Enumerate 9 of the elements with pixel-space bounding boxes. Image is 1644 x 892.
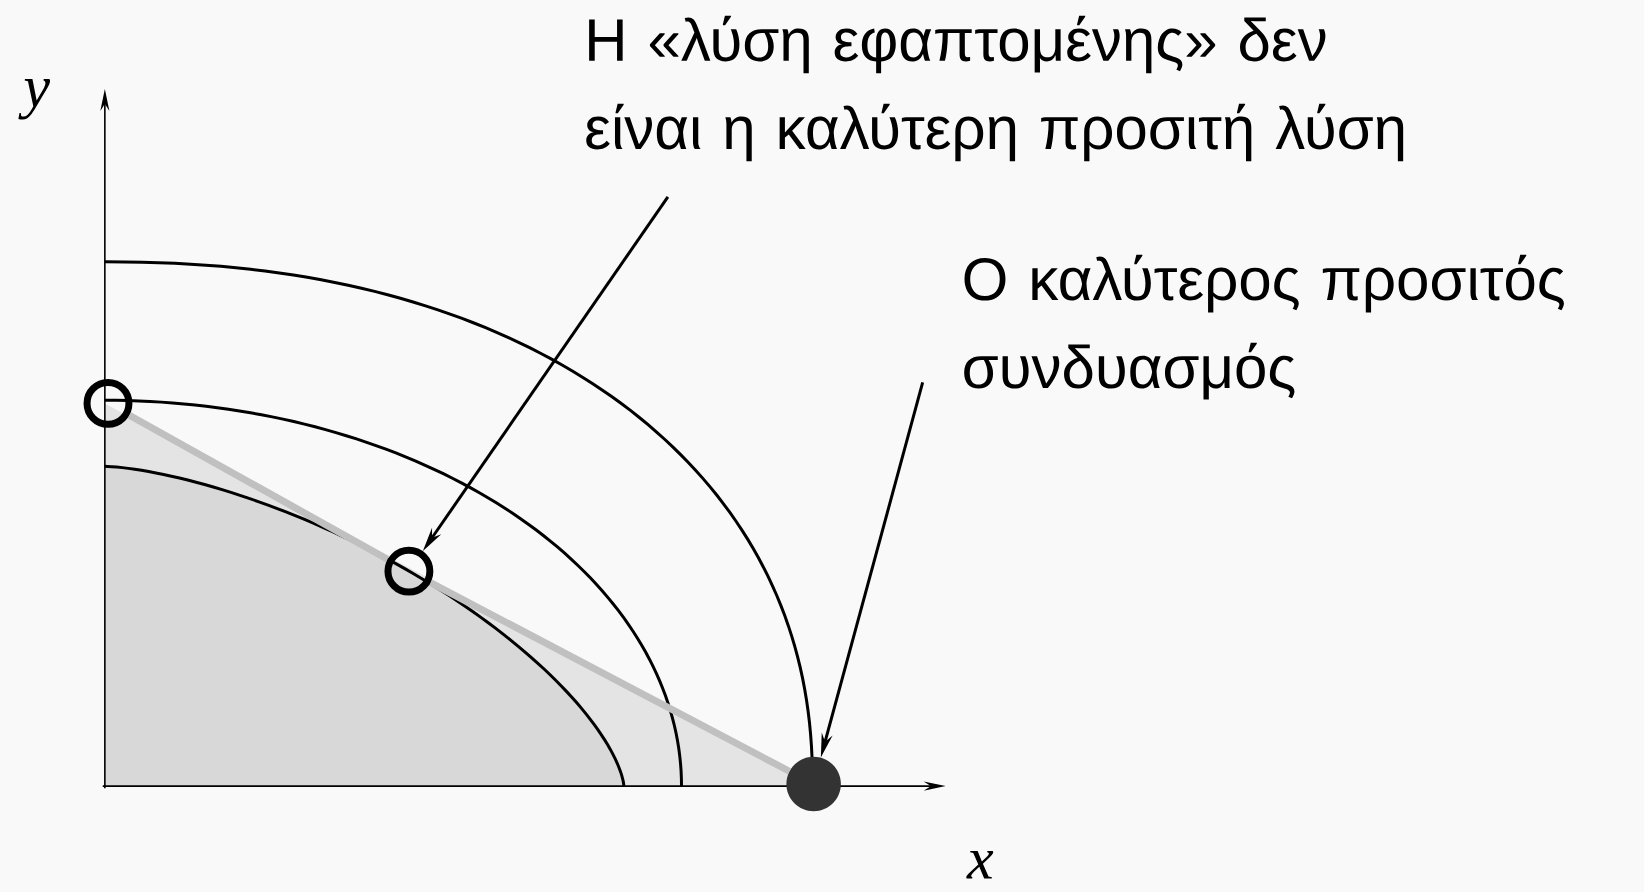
- axis-label: y: [18, 79, 51, 120]
- axis-label: x: [966, 850, 994, 879]
- tangent-line: [428, 579, 791, 775]
- tangent-line: [127, 412, 390, 563]
- point-marker: [384, 546, 434, 596]
- point-marker: [83, 378, 133, 428]
- annotation-text: Ο καλύτερος προσιτός συνδυασμός: [964, 254, 1564, 400]
- point-marker: [786, 756, 841, 812]
- annotation-text: Η «λύση εφαπτομένης» δεν είναι η καλύτερη προσιτή λύση: [586, 15, 1404, 162]
